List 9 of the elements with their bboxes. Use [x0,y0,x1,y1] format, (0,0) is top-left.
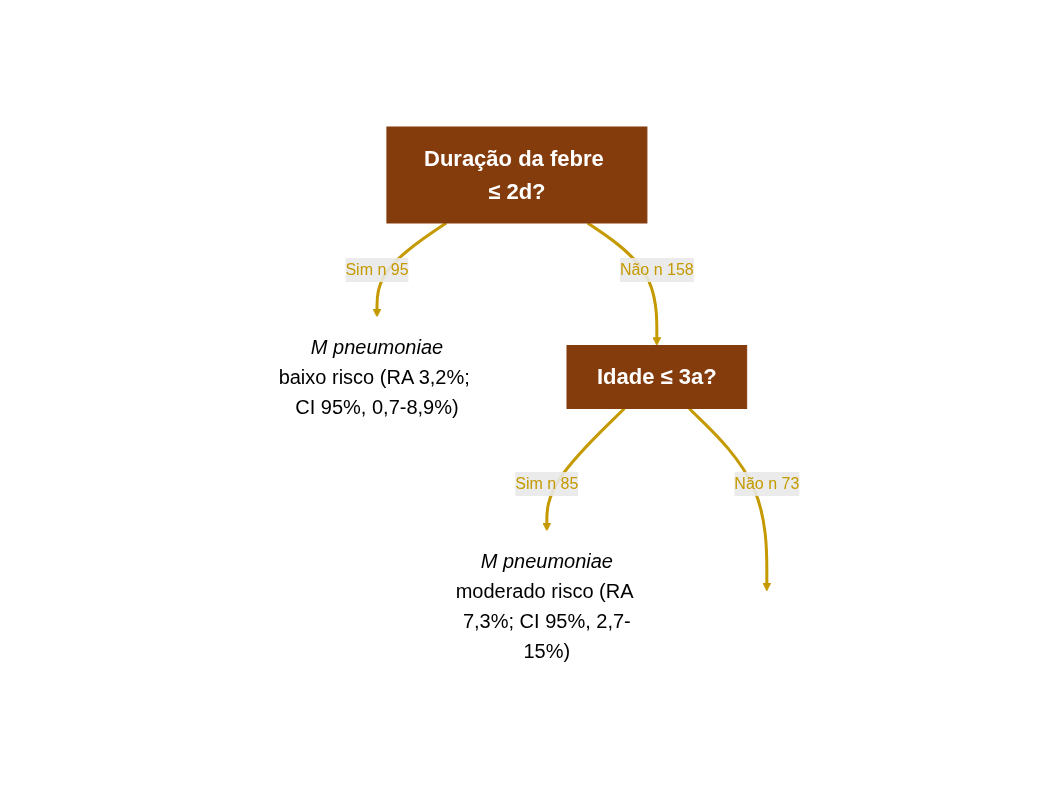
node-box: Idade ≤ 3a? [566,345,747,409]
edge-label: Não n 158 [619,261,694,278]
edge-label: Sim n 85 [515,474,579,492]
node-text: M pneumoniae baixo risco (RA 3,2%; CI 95%, 0,7-8,9%) [278,335,470,418]
node-text: M pneumoniae moderado risco (RA 7,3%; CI 95%, 2,7-15%) [455,549,633,662]
edge-label: Sim n 95 [345,261,409,278]
edge-label: Não n 73 [734,474,800,492]
node-box: Duração da febre ≤ 2d? [386,126,648,224]
arrow [688,407,772,592]
